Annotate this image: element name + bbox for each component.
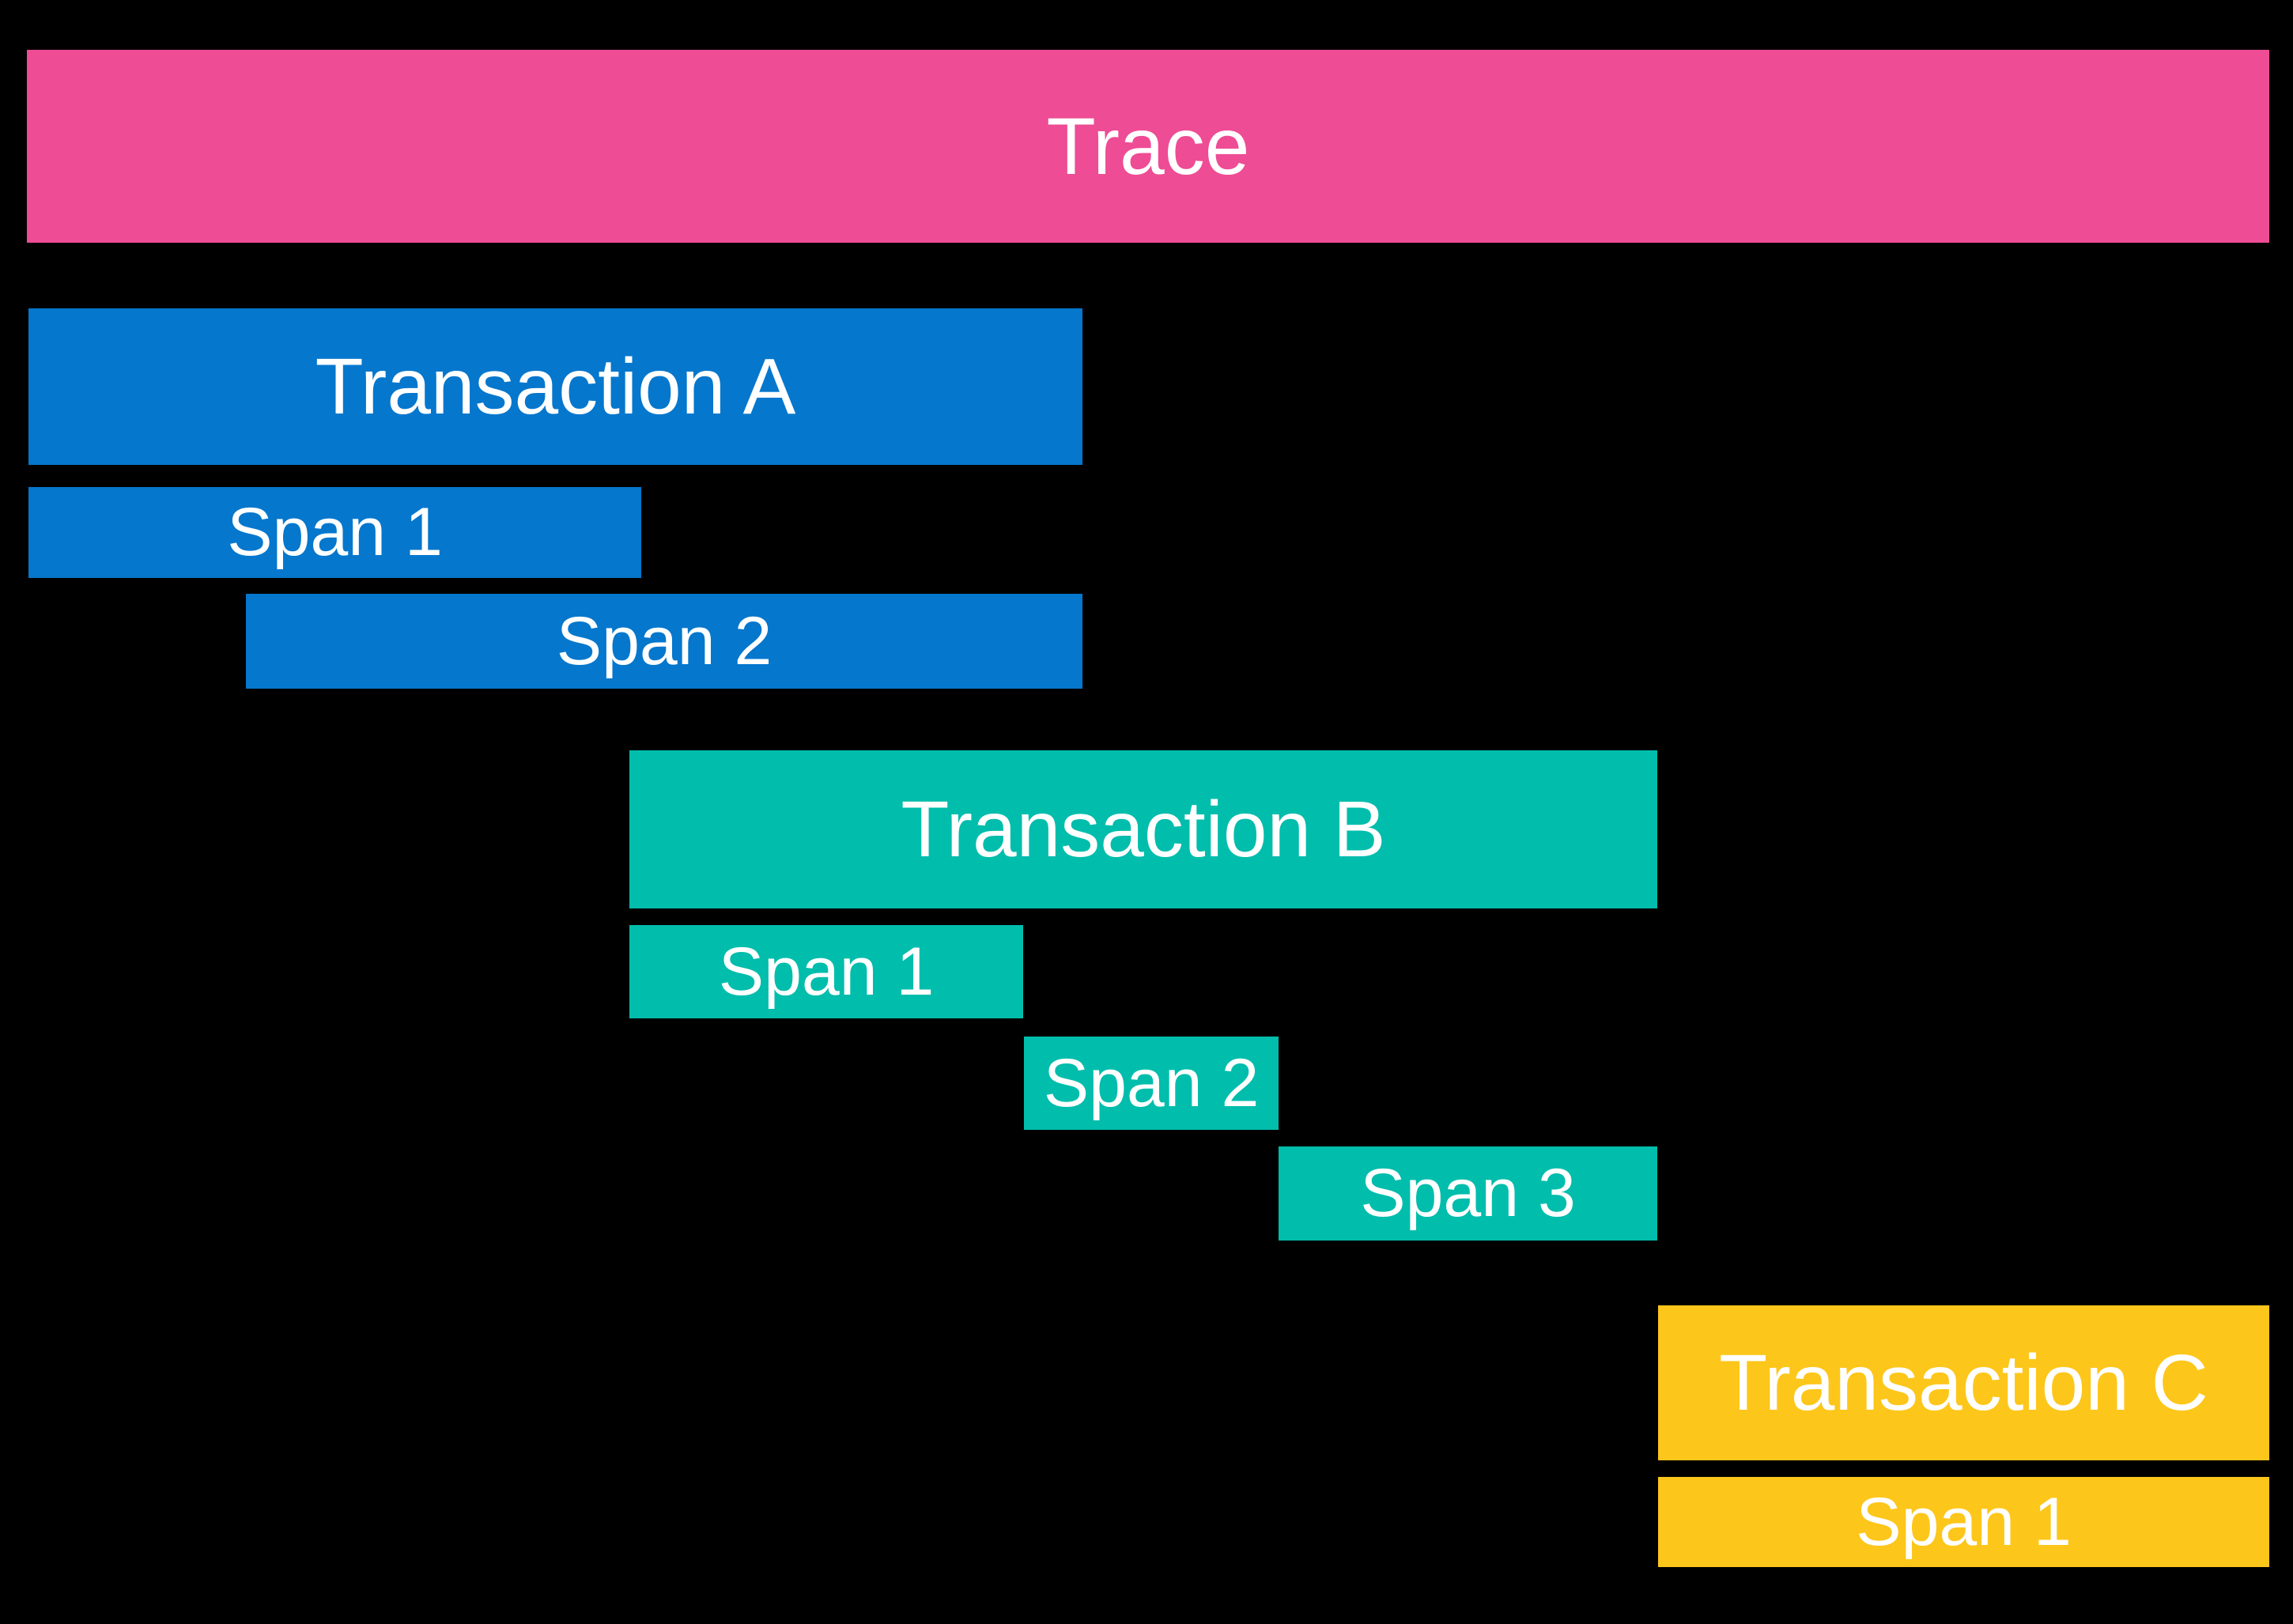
- transaction-b-span-2-bar: Span 2: [1024, 1037, 1279, 1130]
- transaction-b-bar: Transaction B: [629, 750, 1657, 908]
- transaction-b-span-1-bar: Span 1: [629, 925, 1023, 1018]
- transaction-a-span-1-bar: Span 1: [28, 487, 641, 578]
- transaction-c-label: Transaction C: [1719, 1338, 2208, 1427]
- transaction-b-label: Transaction B: [901, 784, 1386, 874]
- transaction-b-span-1-label: Span 1: [718, 933, 935, 1010]
- transaction-c-span-1-label: Span 1: [1856, 1483, 2072, 1560]
- transaction-b-span-3-label: Span 3: [1360, 1155, 1576, 1231]
- transaction-a-span-1-label: Span 1: [227, 494, 443, 570]
- trace-label: Trace: [1046, 100, 1250, 191]
- transaction-a-bar: Transaction A: [28, 308, 1082, 465]
- transaction-a-span-2-bar: Span 2: [246, 594, 1082, 689]
- transaction-a-span-2-label: Span 2: [556, 602, 773, 679]
- trace-bar: Trace: [27, 50, 2269, 243]
- transaction-c-span-1-bar: Span 1: [1658, 1477, 2269, 1567]
- transaction-c-bar: Transaction C: [1658, 1305, 2269, 1460]
- transaction-b-span-2-label: Span 2: [1043, 1044, 1260, 1121]
- transaction-b-span-3-bar: Span 3: [1279, 1146, 1657, 1241]
- transaction-a-label: Transaction A: [315, 342, 796, 431]
